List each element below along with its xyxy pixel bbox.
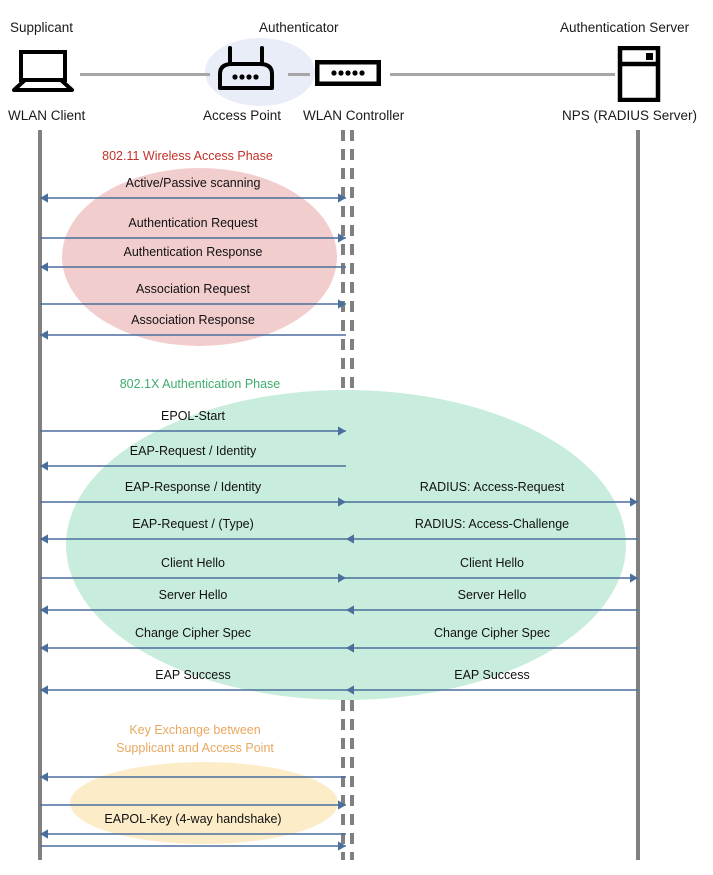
phase-caption-wireless-access: 802.11 Wireless Access Phase: [102, 149, 273, 163]
message-arrow-dot1x-authentication-6: [40, 573, 346, 584]
actor-device-wlan-controller: WLAN Controller: [303, 108, 405, 123]
phase-caption-dot1x: 802.1X Authentication Phase: [119, 377, 281, 391]
actor-role-authenticator: Authenticator: [259, 20, 339, 35]
message-label-key-exchange-2: EAPOL-Key (4-way handshake): [104, 812, 282, 826]
message-label-wireless-access-2: Authentication Response: [123, 245, 263, 259]
message-arrow-dot1x-authentication-13: [346, 685, 638, 696]
message-label-wireless-access-4: Association Response: [131, 313, 255, 327]
actor-role-supplicant: Supplicant: [10, 20, 74, 35]
message-label-dot1x-authentication-8: Server Hello: [158, 588, 228, 602]
access-point-icon: [216, 46, 276, 99]
message-label-dot1x-authentication-11: Change Cipher Spec: [433, 626, 551, 640]
message-label-dot1x-authentication-7: Client Hello: [460, 556, 524, 570]
message-label-dot1x-authentication-6: Client Hello: [161, 556, 225, 570]
message-arrow-key-exchange-0: [40, 772, 346, 783]
actor-role-auth-server: Authentication Server: [560, 20, 690, 35]
message-label-wireless-access-3: Association Request: [136, 282, 250, 296]
wlan-controller-icon: [314, 59, 382, 91]
message-arrow-dot1x-authentication-10: [40, 643, 346, 654]
message-arrow-wireless-access-1: [40, 233, 346, 244]
lifeline-auth-server: [636, 130, 640, 860]
message-arrow-dot1x-authentication-5: [346, 534, 638, 545]
wire-client-to-ap: [80, 73, 210, 76]
message-arrow-key-exchange-3: [40, 841, 346, 852]
wire-controller-to-server: [390, 73, 615, 76]
message-arrow-wireless-access-4: [40, 330, 346, 341]
message-label-dot1x-authentication-5: RADIUS: Access-Challenge: [414, 517, 570, 531]
message-arrow-wireless-access-2: [40, 262, 346, 273]
message-label-wireless-access-1: Authentication Request: [128, 216, 258, 230]
message-arrow-dot1x-authentication-0: [40, 426, 346, 437]
actor-device-access-point: Access Point: [203, 108, 282, 123]
phase-ellipse-key-exchange: [70, 762, 338, 844]
message-label-wireless-access-0: Active/Passive scanning: [125, 176, 261, 190]
message-arrow-key-exchange-2: [40, 829, 346, 840]
message-arrow-dot1x-authentication-2: [40, 497, 346, 508]
laptop-icon: [12, 50, 74, 97]
lifeline-supplicant: [38, 130, 42, 860]
server-icon: [617, 45, 661, 107]
message-label-dot1x-authentication-13: EAP Success: [454, 668, 530, 682]
message-arrow-dot1x-authentication-9: [346, 605, 638, 616]
actor-device-nps-server: NPS (RADIUS Server): [562, 108, 698, 123]
message-arrow-wireless-access-0: [40, 193, 346, 204]
message-arrow-dot1x-authentication-4: [40, 534, 346, 545]
message-label-dot1x-authentication-4: EAP-Request / (Type): [132, 517, 254, 531]
message-label-dot1x-authentication-1: EAP-Request / Identity: [129, 444, 257, 458]
message-label-dot1x-authentication-12: EAP Success: [155, 668, 231, 682]
message-label-dot1x-authentication-3: RADIUS: Access-Request: [419, 480, 565, 494]
message-arrow-dot1x-authentication-7: [346, 573, 638, 584]
message-arrow-dot1x-authentication-12: [40, 685, 346, 696]
actor-device-wlan-client: WLAN Client: [8, 108, 86, 123]
message-label-dot1x-authentication-10: Change Cipher Spec: [134, 626, 252, 640]
message-arrow-dot1x-authentication-8: [40, 605, 346, 616]
message-arrow-dot1x-authentication-1: [40, 461, 346, 472]
message-arrow-key-exchange-1: [40, 800, 346, 811]
wire-ap-to-controller: [288, 73, 310, 76]
message-arrow-wireless-access-3: [40, 299, 346, 310]
message-label-dot1x-authentication-0: EPOL-Start: [161, 409, 225, 423]
message-label-dot1x-authentication-2: EAP-Response / Identity: [124, 480, 262, 494]
message-arrow-dot1x-authentication-3: [346, 497, 638, 508]
message-arrow-dot1x-authentication-11: [346, 643, 638, 654]
phase-caption-key-exchange: Key Exchange between Supplicant and Acce…: [116, 723, 274, 755]
message-label-dot1x-authentication-9: Server Hello: [457, 588, 527, 602]
